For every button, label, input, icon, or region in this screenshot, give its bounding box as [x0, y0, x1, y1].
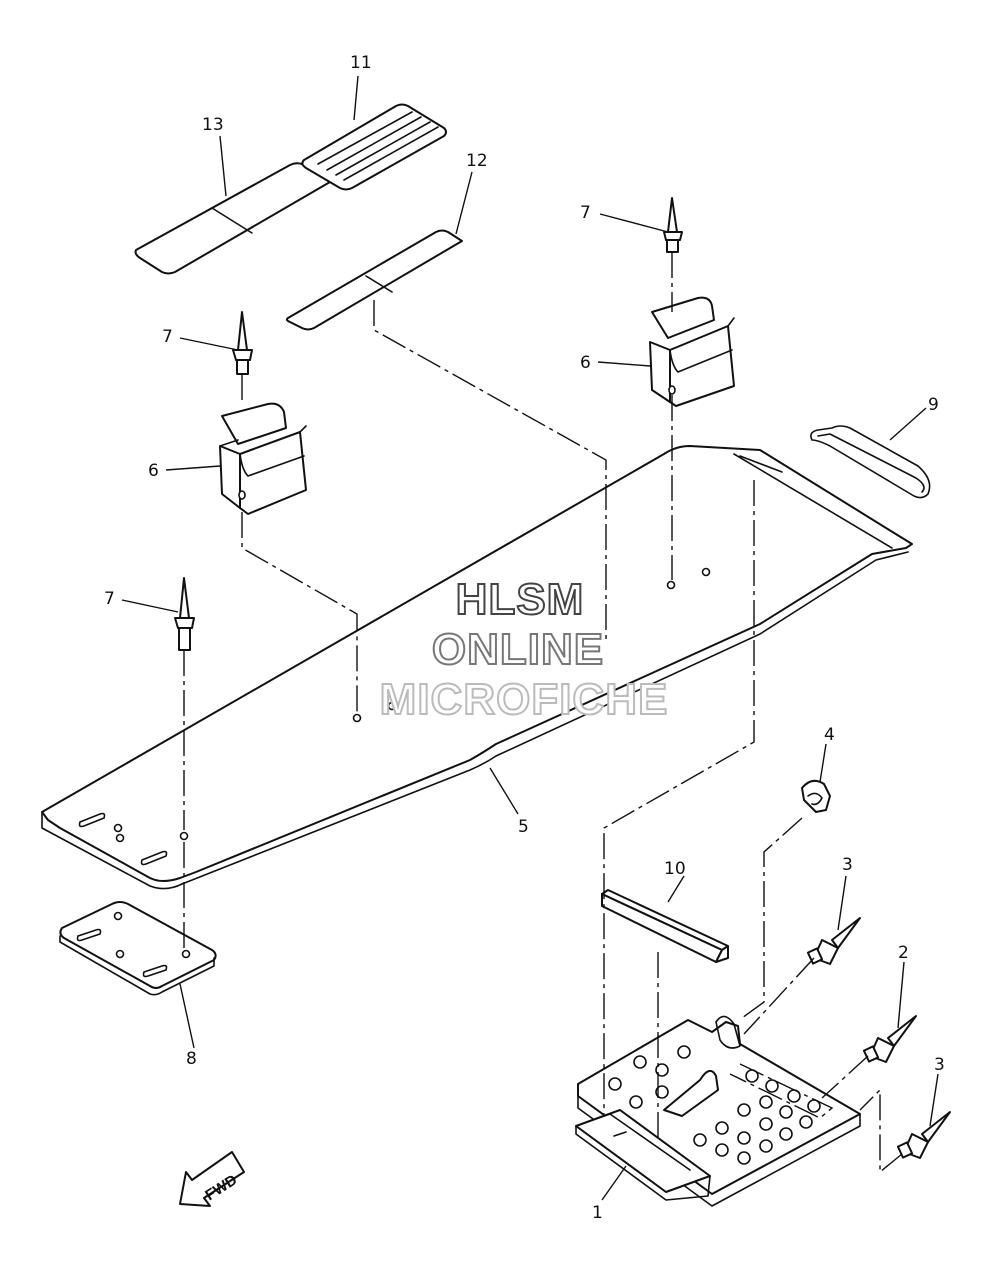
- callout-4: 4: [824, 725, 835, 745]
- plate-5: [41, 445, 913, 890]
- callout-1: 1: [592, 1203, 603, 1223]
- callouts: 11 13 12 7 6 7 6 9 7 4 5 10 3 2 3 8 1: [104, 53, 945, 1223]
- clip-4: [801, 779, 831, 813]
- rivet-7-upper-right: [663, 197, 683, 253]
- wire-clip-9: [810, 425, 931, 499]
- callout-6-right: 6: [580, 353, 591, 373]
- rivet-3-lower: [896, 1111, 951, 1159]
- callout-3-upper: 3: [842, 855, 853, 875]
- callout-3-lower: 3: [934, 1055, 945, 1075]
- callout-9: 9: [928, 395, 939, 415]
- callout-11: 11: [350, 53, 372, 73]
- callout-2: 2: [898, 943, 909, 963]
- tray-1: [575, 1015, 861, 1207]
- leader-lines: [121, 75, 939, 1201]
- plate-8: [59, 901, 217, 996]
- callout-7-upper-left: 7: [162, 327, 173, 347]
- rivet-3-upper: [806, 917, 861, 965]
- callout-8: 8: [186, 1049, 197, 1069]
- callout-7-upper-right: 7: [580, 203, 591, 223]
- watermark-line-3: MICROFICHE: [380, 675, 669, 724]
- decal-13: [134, 162, 331, 275]
- watermark-line-2: ONLINE: [432, 625, 604, 674]
- callout-13: 13: [202, 115, 224, 135]
- callout-7-lower-left: 7: [104, 589, 115, 609]
- callout-6-left: 6: [148, 461, 159, 481]
- callout-5: 5: [518, 817, 529, 837]
- rivet-2: [862, 1015, 917, 1063]
- forward-direction-arrow: FWD: [179, 1151, 245, 1207]
- block-10: [601, 889, 729, 963]
- decal-11: [301, 103, 447, 191]
- bracket-6-right: [649, 296, 735, 407]
- watermark: HLSM ONLINE MICROFICHE: [379, 574, 669, 725]
- decal-12: [285, 229, 463, 331]
- callout-12: 12: [466, 151, 488, 171]
- bracket-6-left: [219, 402, 307, 515]
- rivet-7-upper-left: [232, 311, 253, 375]
- assembly-lines: [183, 252, 903, 1174]
- callout-10: 10: [664, 859, 686, 879]
- watermark-line-1: HLSM: [456, 575, 585, 624]
- rivet-7-lower-left: [174, 577, 195, 651]
